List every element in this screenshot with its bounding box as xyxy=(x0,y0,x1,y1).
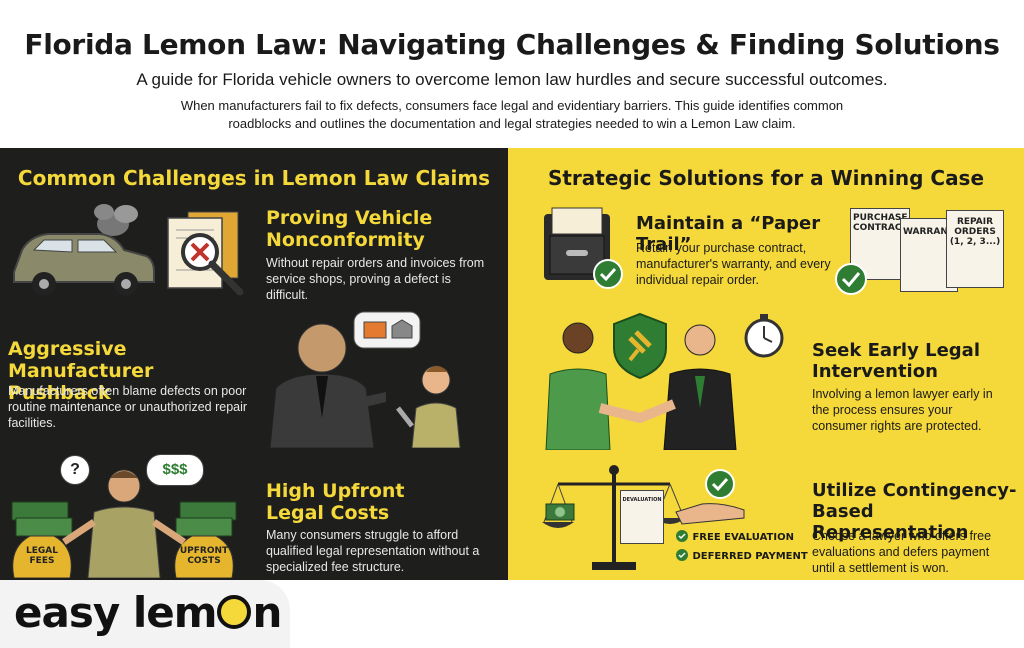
challenge-2-title: Aggressive Manufacturer Pushback xyxy=(8,338,154,404)
devaluation-doc: DEVALUATION xyxy=(620,490,664,544)
challenge-1-text: Without repair orders and invoices from … xyxy=(266,256,485,302)
solution-2-title: Seek Early Legal Intervention xyxy=(812,340,980,382)
solution-1-text: Retain your purchase contract, manufactu… xyxy=(636,241,831,287)
lemon-o-icon xyxy=(217,595,252,629)
page-title: Florida Lemon Law: Navigating Challenges… xyxy=(24,28,1000,61)
hand-check-icon xyxy=(675,469,745,525)
manufacturer-pushback-icon xyxy=(269,311,461,448)
solution-1-title: Maintain a “Paper Trail” xyxy=(636,213,821,255)
free-evaluation-row: FREE EVALUATION xyxy=(676,527,794,545)
legal-fees-label: LEGAL FEES xyxy=(26,546,58,566)
challenges-heading: Common Challenges in Lemon Law Claims xyxy=(17,166,491,190)
solution-2-text: Involving a lemon lawyer early in the pr… xyxy=(812,387,993,433)
legal-costs-icon xyxy=(11,469,237,578)
handshake-icon xyxy=(545,312,784,450)
document-magnifier-icon xyxy=(167,211,244,296)
money-bubble: $$$ xyxy=(146,454,204,486)
deferred-payment-row: DEFERRED PAYMENT xyxy=(676,546,808,564)
upfront-costs-label: UPFRONT COSTS xyxy=(179,546,229,566)
repair-orders-doc: REPAIR ORDERS (1, 2, 3...) xyxy=(946,210,1004,288)
file-cabinet-icon xyxy=(544,207,623,289)
check-circle-icon xyxy=(676,548,688,561)
challenge-3-text: Many consumers struggle to afford qualif… xyxy=(266,528,480,574)
challenge-1-title: Proving Vehicle Nonconformity xyxy=(266,207,433,251)
solution-3-title: Utilize Contingency-Based Representation xyxy=(812,480,1017,543)
question-bubble: ? xyxy=(60,455,90,485)
challenge-2-text: Manufacturers often blame defects on poo… xyxy=(8,384,248,430)
solution-3-text: Choose a lawyer who offers free evaluati… xyxy=(812,529,992,575)
page-subtitle: A guide for Florida vehicle owners to ov… xyxy=(136,70,888,89)
scale-icon xyxy=(542,465,686,570)
solutions-heading: Strategic Solutions for a Winning Case xyxy=(547,166,985,190)
broken-car-icon xyxy=(13,204,155,296)
check-circle-icon xyxy=(676,529,688,542)
intro-text: When manufacturers fail to fix defects, … xyxy=(180,98,844,131)
challenges-panel xyxy=(0,148,508,580)
check-icon xyxy=(835,263,867,295)
challenge-3-title: High Upfront Legal Costs xyxy=(266,480,405,524)
